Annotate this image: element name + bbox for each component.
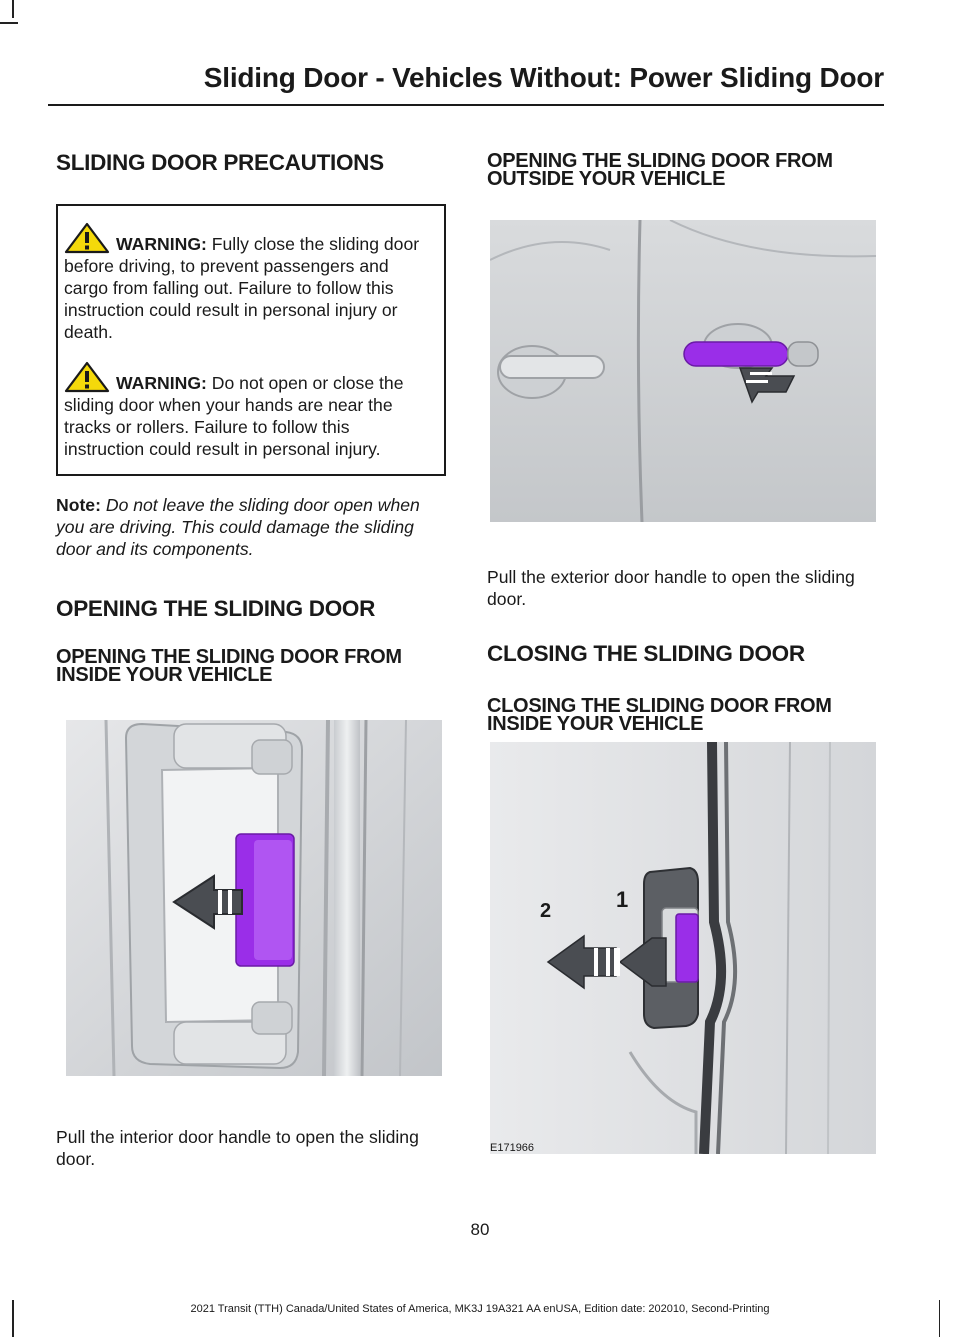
warning-label: WARNING: bbox=[116, 234, 207, 254]
section-heading-closing: CLOSING THE SLIDING DOOR bbox=[487, 641, 805, 666]
caption-exterior: Pull the exterior door handle to open th… bbox=[487, 567, 855, 609]
crop-mark bbox=[12, 0, 14, 18]
warning-label: WARNING: bbox=[116, 373, 207, 393]
warning-box: WARNING: Fully close the sliding door be… bbox=[56, 204, 446, 476]
page-number: 80 bbox=[470, 1220, 490, 1239]
right-column: OPENING THE SLIDING DOOR FROM OUTSIDE YO… bbox=[487, 140, 877, 190]
page-title: Sliding Door - Vehicles Without: Power S… bbox=[203, 62, 884, 93]
note-label: Note: bbox=[56, 495, 101, 515]
note-text: Do not leave the sliding door open when … bbox=[56, 495, 420, 559]
warning-triangle-icon bbox=[64, 222, 110, 254]
warning-text: Do not open or close the sliding door wh… bbox=[64, 373, 404, 459]
figure-code: E171966 bbox=[490, 1142, 535, 1154]
callout-1: 1 bbox=[616, 887, 629, 912]
section-heading-precautions: SLIDING DOOR PRECAUTIONS bbox=[56, 150, 384, 175]
section-heading-opening: OPENING THE SLIDING DOOR bbox=[56, 596, 376, 621]
crop-mark bbox=[12, 1300, 14, 1337]
warning-text: Fully close the sliding door before driv… bbox=[64, 234, 420, 342]
page-footer: 2021 Transit (TTH) Canada/United States … bbox=[190, 1303, 770, 1315]
figure-closing-handle: 1 2 E171966 bbox=[490, 742, 876, 1154]
figure-exterior-handle bbox=[490, 220, 876, 522]
title-rule bbox=[48, 104, 884, 106]
note: Note: Do not leave the sliding door open… bbox=[56, 494, 446, 560]
crop-mark bbox=[0, 22, 18, 24]
warning-2: WARNING: Do not open or close the slidin… bbox=[64, 361, 432, 460]
warning-1: WARNING: Fully close the sliding door be… bbox=[64, 222, 432, 343]
subheading-opening-inside: OPENING THE SLIDING DOOR FROM INSIDE YOU… bbox=[56, 646, 402, 686]
callout-2: 2 bbox=[540, 900, 552, 922]
left-column: SLIDING DOOR PRECAUTIONS WARNING: Fully … bbox=[56, 140, 446, 686]
warning-triangle-icon bbox=[64, 361, 110, 393]
subheading-closing-inside: CLOSING THE SLIDING DOOR FROM INSIDE YOU… bbox=[487, 695, 832, 735]
figure-interior-handle bbox=[66, 690, 442, 1076]
crop-mark bbox=[938, 1300, 940, 1337]
subheading-opening-outside: OPENING THE SLIDING DOOR FROM OUTSIDE YO… bbox=[487, 150, 833, 190]
caption-interior: Pull the interior door handle to open th… bbox=[56, 1127, 419, 1169]
